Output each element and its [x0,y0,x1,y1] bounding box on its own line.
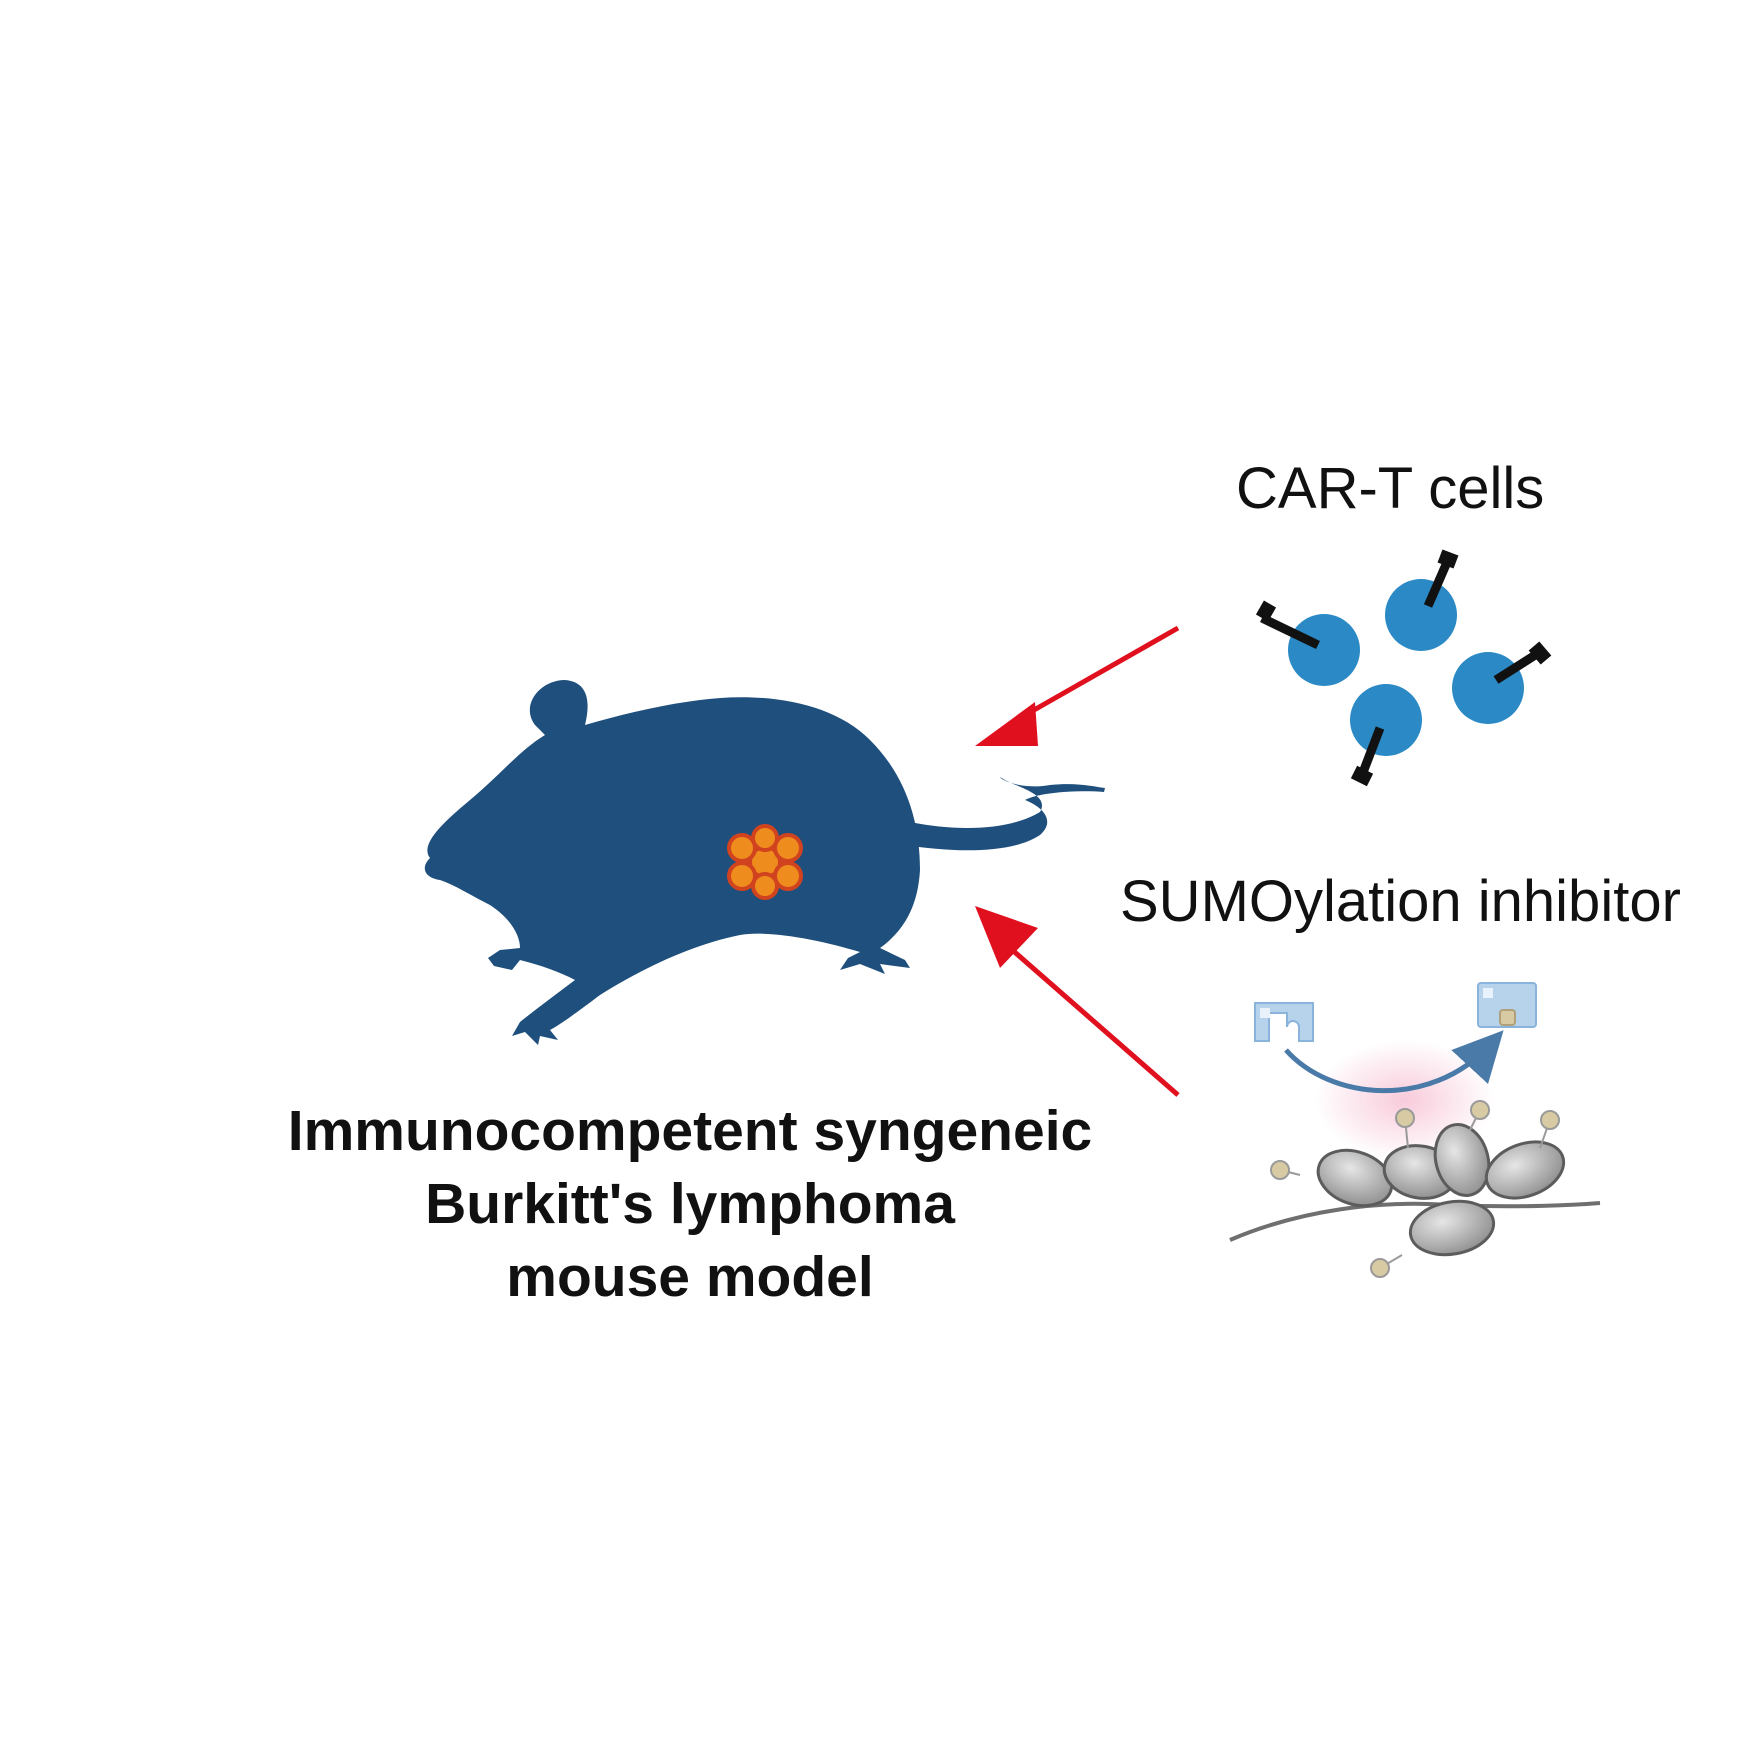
car-t-arrow [975,625,1180,746]
car-t-cell-icon [1350,684,1422,787]
sumo-arrow [975,906,1180,1097]
car-t-cell-icon [1385,549,1459,651]
sumo-enzyme-icon [1254,1002,1314,1042]
sumoylation-inhibitor-label: SUMOylation inhibitor [1120,869,1681,934]
sumo-inhibitor-graphic [1229,982,1601,1278]
mouse-model-label-line: Burkitt's lymphoma [425,1172,955,1236]
tumor-cluster-icon [727,824,803,900]
mouse-model-label-line: Immunocompetent syngeneic [287,1099,1093,1163]
mouse-model-label-line: mouse model [506,1245,874,1309]
sumo-tags [1270,1100,1560,1278]
car-t-cell-icon [1255,600,1360,686]
mouse-model-label: Immunocompetent syngeneic Burkitt's lymp… [200,1095,1180,1314]
car-t-cell-icon [1452,641,1552,724]
sumo-enzyme-icon [1477,982,1537,1028]
car-t-cells-group [1255,549,1552,787]
car-t-cells-label: CAR-T cells [1236,456,1545,521]
mouse-silhouette-icon [424,680,1105,1045]
nucleosome-icon [1316,1123,1566,1257]
